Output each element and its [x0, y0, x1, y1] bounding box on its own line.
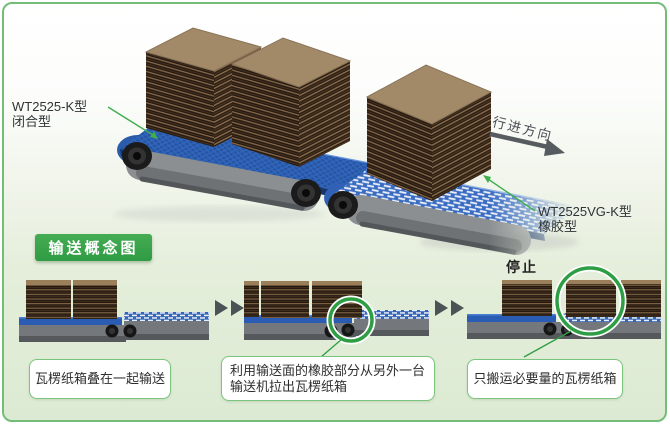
stop-label: 停止: [506, 259, 538, 275]
roller: [328, 191, 358, 219]
label-rubber-type-model: WT2525VG-K型: [538, 204, 632, 219]
highlight-circle: [555, 266, 625, 336]
concept-step-3: [467, 264, 661, 358]
leader-line: [107, 106, 158, 139]
roller: [291, 179, 321, 207]
cardboard-stack: [26, 280, 117, 319]
conveyor-body: [122, 142, 321, 211]
conveyor-shadow: [114, 206, 324, 222]
leader-line: [523, 330, 572, 358]
highlight-circle: [328, 297, 374, 343]
concept-step-1: [19, 280, 209, 342]
cardboard-stack: [365, 64, 493, 201]
label-rubber-type: WT2525VG-K型 橡胶型: [538, 204, 632, 234]
step-arrow-icon: [435, 300, 464, 316]
caption-step-3: 只搬运必要量的瓦楞纸箱: [467, 359, 623, 399]
label-rubber-type-name: 橡胶型: [538, 219, 578, 234]
conveyor-diagram-graphics: [19, 27, 661, 358]
label-closed-type: WT2525-K型 闭合型: [12, 99, 87, 129]
cardboard-stack: [502, 280, 661, 317]
direction-arrow-icon: [489, 131, 565, 156]
main-conveyor-scene: [107, 27, 581, 255]
cardboard-stack: [230, 37, 352, 167]
leader-line: [320, 338, 343, 358]
concept-step-2: [244, 281, 429, 358]
caption-step-2: 利用输送面的橡胶部分从另外一台输送机拉出瓦楞纸箱: [221, 356, 435, 401]
caption-step-1: 瓦楞纸箱叠在一起输送: [29, 359, 171, 399]
label-closed-type-name: 闭合型: [12, 114, 52, 129]
concept-section-badge: 输送概念图: [35, 234, 152, 261]
label-closed-type-model: WT2525-K型: [12, 99, 88, 114]
leader-line: [483, 175, 536, 212]
roller: [122, 142, 152, 170]
step-arrow-icon: [215, 300, 244, 316]
